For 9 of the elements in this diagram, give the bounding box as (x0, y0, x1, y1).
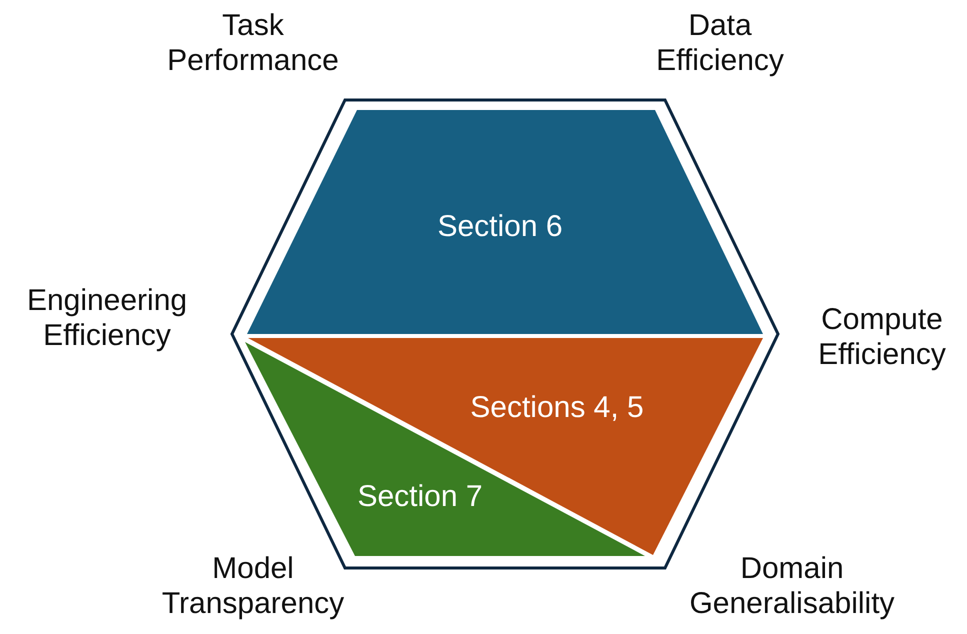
axis-label: Engineering Efficiency (26, 283, 188, 354)
section-label: Section 7 (357, 480, 483, 514)
axis-label: Data Efficiency (655, 8, 785, 78)
axis-label: Compute Efficiency (817, 302, 947, 372)
axis-label: Model Transparency (160, 551, 346, 622)
axis-label: Task Performance (166, 8, 340, 78)
section-label: Sections 4, 5 (470, 391, 644, 425)
axis-label: Domain Generalisability (688, 551, 896, 622)
section-label: Section 6 (437, 210, 563, 244)
